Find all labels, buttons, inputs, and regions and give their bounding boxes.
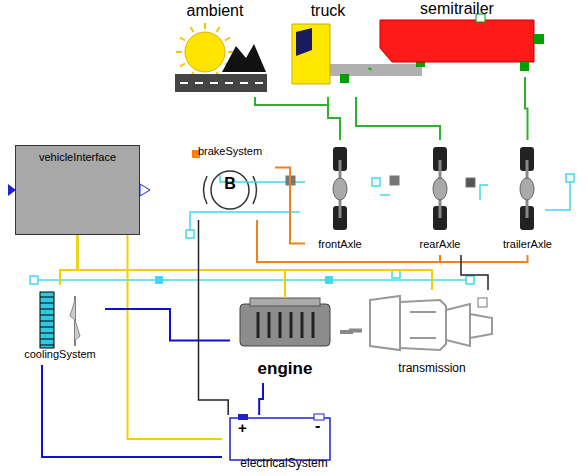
connector-wire [340,331,362,333]
connector-wire [259,383,263,415]
terminal-sign: - [315,417,320,434]
connector-wire [368,68,372,71]
engine-block [240,304,330,346]
connector-wire [128,235,223,439]
trailer-body [380,20,534,62]
transmission-block: transmission [362,290,502,380]
ambient-block: ambient [165,2,265,97]
component-label: transmission [398,362,465,376]
connector-wire [275,168,305,244]
transmission-icon [370,296,492,350]
port [340,74,349,83]
truck-cab [292,24,330,84]
component-label: coolingSystem [24,348,96,361]
hills-icon [222,44,266,72]
connector-wire [356,97,440,140]
connector-wire [78,235,286,298]
connector-wire [461,255,488,290]
component-label: electricalSystem [240,457,327,471]
connector-wire [328,97,340,140]
component-label: frontAxle [318,238,361,251]
brake-block: brakeSystemB [185,145,275,220]
engine-block: engine [230,298,340,383]
connector-wire [525,77,528,140]
road-icon [175,74,267,92]
battery [230,418,330,460]
port [534,34,544,44]
brake-symbol [211,171,249,209]
connector-wire [60,235,78,285]
component-label: vehicleInterface [39,151,116,164]
symbol-letter: B [224,175,236,193]
axle-block: rearAxle [405,140,475,255]
interface-box: vehicleInterface [15,145,140,235]
component-label: semitrailer [420,0,494,18]
radiator [40,292,54,348]
connector-wire [42,365,222,457]
component-label: engine [258,359,313,379]
sun-icon [185,32,225,72]
port [520,62,529,71]
connector-wire [257,220,440,262]
connector-wire [257,220,528,262]
component-label: brakeSystem [198,145,262,158]
axle-block: trailerAxle [490,140,565,255]
cooling-block: coolingSystem [15,285,105,365]
terminal-sign: + [238,419,247,436]
output-port [140,184,150,196]
component-label: truck [311,2,346,20]
component-label: trailerAxle [503,238,552,251]
component-label: ambient [187,2,244,20]
trailer-block: semitrailer [372,0,542,77]
cab-window [296,28,312,56]
truck-block: truck [288,2,368,97]
connector-wire [255,97,328,105]
axle-block: frontAxle [305,140,375,255]
connector-wire [199,220,229,415]
component-label: rearAxle [420,238,461,251]
connector-wire [105,309,230,341]
